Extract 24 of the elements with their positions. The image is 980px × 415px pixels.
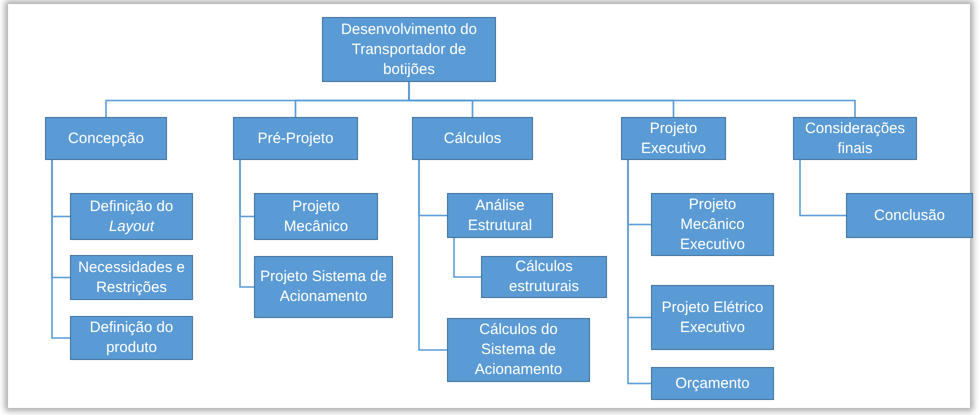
connector-line — [418, 160, 447, 351]
topic-box: Definição do Layout — [70, 193, 193, 240]
topic-box: Orçamento — [651, 367, 774, 400]
connector-line — [51, 160, 70, 339]
topic-box: Definição do produto — [70, 316, 193, 360]
topic-box: Projeto Mecânico — [254, 193, 378, 240]
connector-line — [239, 160, 254, 288]
topic-box: Necessidades e Restrições — [70, 255, 193, 300]
topic-box: Análise Estrutural — [447, 193, 553, 238]
connector-line — [453, 238, 481, 278]
topic-box: Cálculos — [412, 117, 533, 160]
topic-box: Projeto Elétrico Executivo — [651, 285, 774, 350]
topic-box: Projeto Executivo — [621, 117, 726, 160]
topic-box: Cálculos estruturais — [481, 256, 607, 298]
topic-box: Concepção — [45, 117, 167, 160]
topic-box: Projeto Mecânico Executivo — [651, 193, 774, 256]
topic-box: Cálculos do Sistema de Acionamento — [447, 318, 590, 382]
topic-box: Considerações finais — [793, 117, 917, 160]
connector-line — [799, 160, 846, 216]
connector-line — [627, 160, 651, 384]
topic-box: Projeto Sistema de Acionamento — [254, 256, 393, 318]
topic-box: Conclusão — [846, 193, 973, 238]
topic-box: Pré-Projeto — [233, 117, 358, 160]
topic-box: Desenvolvimento do Transportador de botijões — [322, 17, 496, 82]
